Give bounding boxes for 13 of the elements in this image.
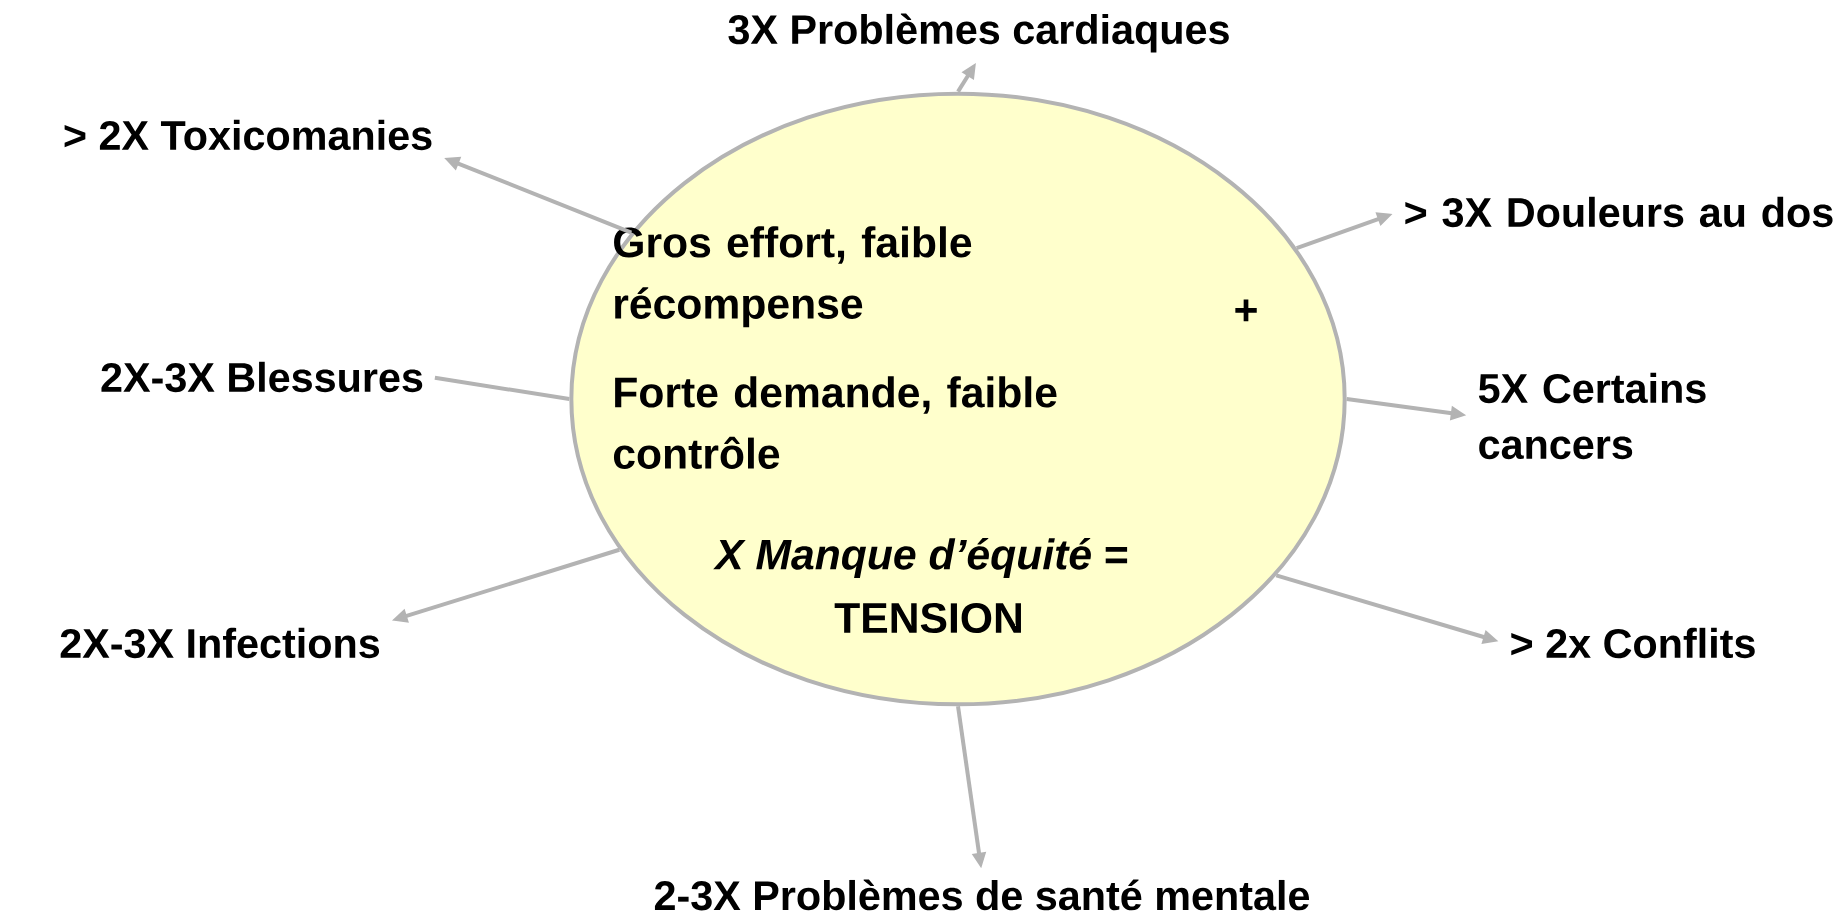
ellipse-text: Forte demande, faible contrôle [613,376,1057,469]
effect-label: 3X Problèmes cardiaques [728,13,1229,53]
effect-label: 2X-3X Blessures [101,361,423,393]
ellipse-text: TENSION [834,602,1021,634]
ellipse-text: Gros effort, faible récompense [614,226,972,328]
effect-label: > 2X Toxicomanies [64,119,432,151]
effect-label: 2X-3X Infections [60,627,380,659]
effect-label: > 3X Douleurs au dos [1405,196,1833,228]
effect-label: 2-3X Problèmes de santé mentale [654,879,1310,911]
effect-label: 5X Certains cancers [1478,372,1706,460]
plus-sign: + [1235,299,1257,322]
ellipse-text: X Manque d’équité = [713,537,1128,579]
effect-label: > 2x Conflits [1511,627,1755,659]
